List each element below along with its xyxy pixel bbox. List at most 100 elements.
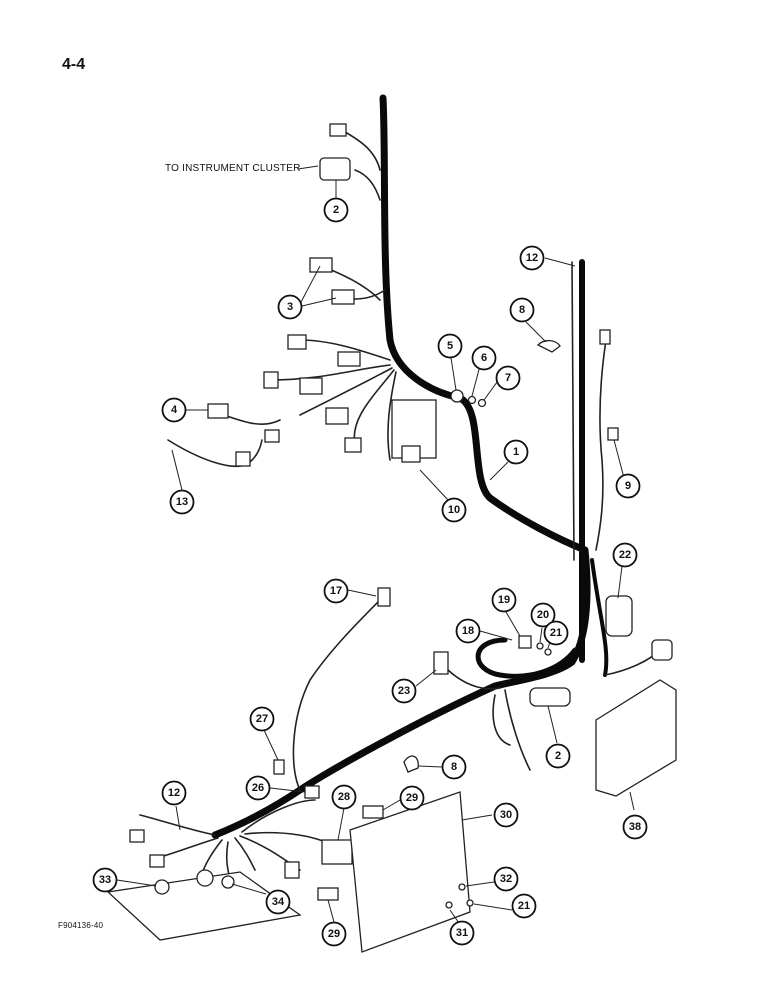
clip-8-lower [403, 755, 419, 773]
connector-28-lower [284, 861, 300, 879]
connector-rear-top [599, 329, 611, 345]
connector-13 [235, 451, 251, 467]
connector-3b [331, 289, 355, 305]
callout-circle [437, 333, 463, 359]
leader-33 [116, 879, 157, 887]
leader-22 [617, 565, 623, 599]
callout-circle [622, 814, 648, 840]
callout-label: 27 [256, 713, 268, 725]
leader-34 [231, 883, 267, 895]
callout-label: 17 [330, 585, 342, 597]
callout-circle [471, 345, 497, 371]
cluster-plug [329, 123, 347, 137]
callout-circle [92, 867, 118, 893]
callout-5: 5 [437, 333, 463, 359]
leader-20 [539, 627, 543, 643]
connector-27 [273, 759, 285, 775]
callout-circle [161, 397, 187, 423]
harness-loop [475, 637, 578, 679]
leader-1 [489, 461, 509, 481]
leader-note [297, 165, 319, 170]
callout-20: 20 [530, 602, 556, 628]
leader-17 [347, 589, 377, 597]
callout-circle [530, 602, 556, 628]
nut-21-lower [466, 899, 474, 907]
callout-label: 33 [99, 874, 111, 886]
callout-19: 19 [491, 587, 517, 613]
callout-circle [169, 489, 195, 515]
callout-circle [249, 706, 275, 732]
leader-9 [613, 439, 625, 479]
callout-label: 3 [287, 301, 293, 313]
callout-label: 30 [500, 809, 512, 821]
callout-label: 23 [398, 685, 410, 697]
callout-label: 5 [447, 340, 453, 352]
callout-label: 1 [513, 446, 519, 458]
callout-33: 33 [92, 867, 118, 893]
sensor-17 [377, 587, 391, 607]
callout-label: 34 [272, 896, 285, 908]
callout-circle [455, 618, 481, 644]
panel-30 [349, 791, 471, 953]
callout-circle [265, 889, 291, 915]
grommet-19 [518, 635, 532, 649]
callout-label: 22 [619, 549, 631, 561]
callout-31: 31 [449, 920, 475, 946]
callout-label: 7 [505, 372, 511, 384]
callout-label: 29 [328, 928, 340, 940]
leader-32 [465, 881, 495, 887]
callout-38: 38 [622, 814, 648, 840]
switch-34 [221, 875, 235, 889]
nut-21 [544, 648, 552, 656]
callout-6: 6 [471, 345, 497, 371]
callout-label: 2 [333, 204, 339, 216]
connector-small [264, 429, 280, 443]
callout-34: 34 [265, 889, 291, 915]
callout-label: 32 [500, 873, 512, 885]
harness-branch-22 [590, 558, 609, 677]
callout-circle [545, 743, 571, 769]
branch-wire-2-lower [492, 689, 531, 771]
callout-17: 17 [323, 578, 349, 604]
connector-22 [605, 595, 633, 637]
callout-circle [323, 197, 349, 223]
connector-low [344, 437, 362, 453]
callout-circle [441, 497, 467, 523]
callout-22: 22 [612, 542, 638, 568]
washer-32 [458, 883, 466, 891]
connector-4 [207, 403, 229, 419]
leader-26 [269, 787, 306, 793]
leader-21b [473, 903, 513, 911]
cluster-connector [319, 157, 351, 181]
switch-9 [607, 427, 619, 441]
callout-label: 10 [448, 504, 460, 516]
callout-label: 2 [555, 750, 561, 762]
callout-32: 32 [493, 866, 519, 892]
main-harness [211, 94, 591, 839]
callout-label: 8 [519, 304, 525, 316]
callout-circle [493, 866, 519, 892]
leader-8a [525, 321, 547, 343]
callout-circle [391, 678, 417, 704]
leader-29a [382, 799, 401, 811]
instrument-cluster-note: TO INSTRUMENT CLUSTER [165, 163, 301, 174]
callout-26: 26 [245, 775, 271, 801]
nut-7 [477, 398, 487, 408]
callout-7: 7 [495, 365, 521, 391]
branch-wire-9 [595, 339, 607, 551]
page-number: 4-4 [62, 56, 86, 73]
connector-38-plug [651, 639, 673, 661]
relay-28 [321, 839, 353, 865]
callout-label: 20 [537, 609, 549, 621]
relay-10 [401, 445, 421, 463]
callout-circle [509, 297, 535, 323]
callout-3: 3 [277, 294, 303, 320]
connector-12-lower [129, 829, 145, 843]
callout-10: 10 [441, 497, 467, 523]
figure-code: F904136-40 [58, 921, 104, 930]
callout-13: 13 [169, 489, 195, 515]
connector-cluster-mid [299, 377, 323, 395]
callout-label: 26 [252, 782, 264, 794]
leader-5 [450, 357, 457, 391]
callout-29: 29 [399, 785, 425, 811]
